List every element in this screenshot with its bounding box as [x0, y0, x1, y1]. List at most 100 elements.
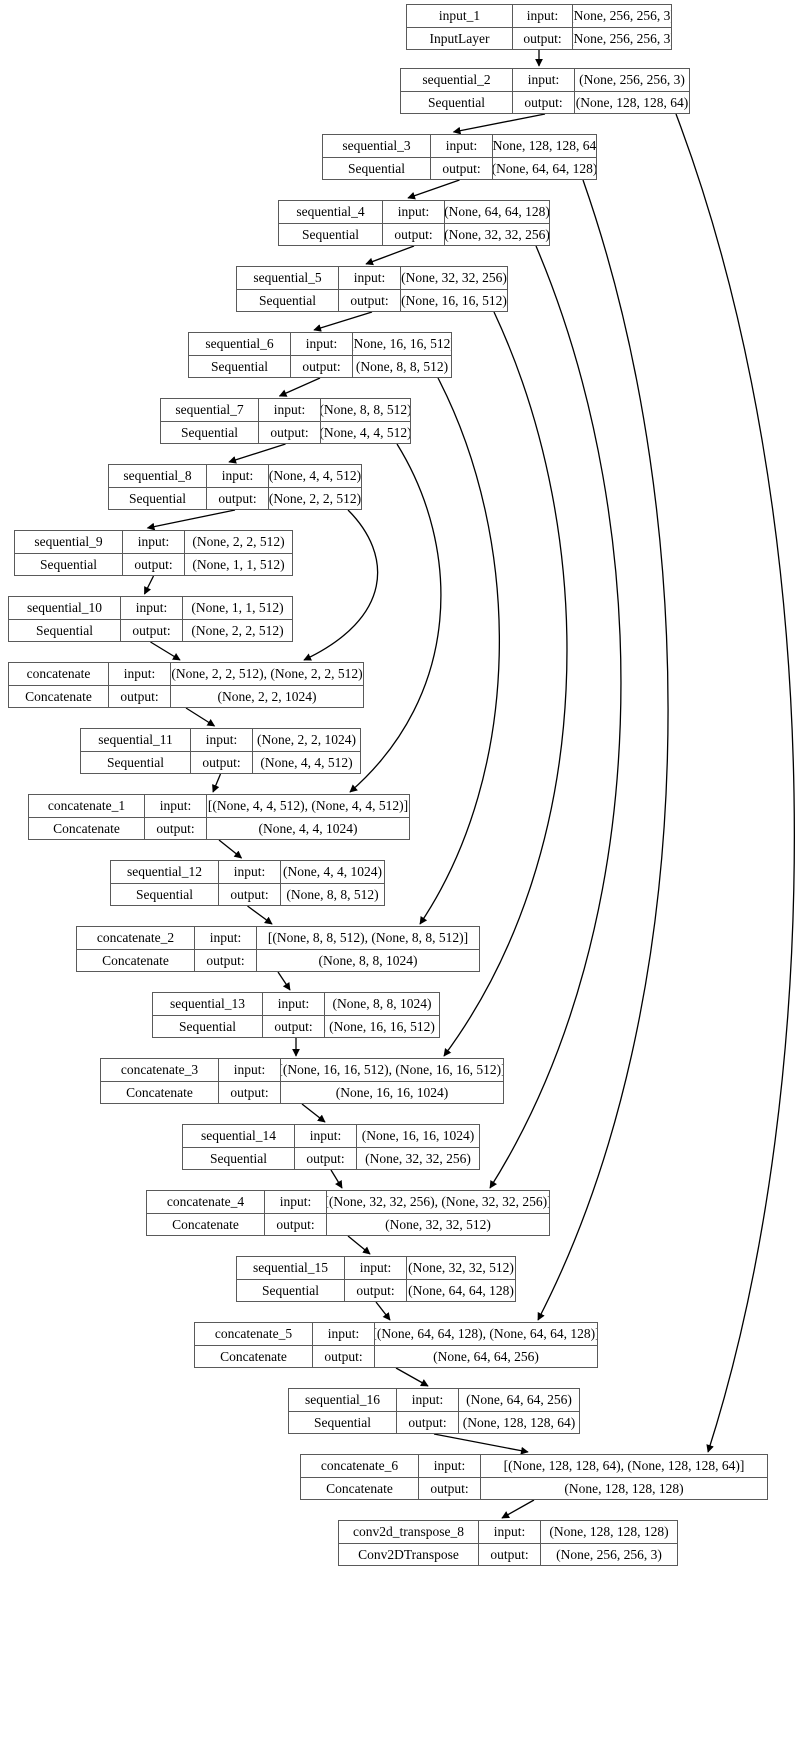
node-output-label: output: [207, 487, 269, 509]
node-input-shape: (None, 4, 4, 512) [269, 468, 361, 483]
node-output-shape: (None, 64, 64, 128) [408, 1282, 514, 1298]
node-layer-class: Sequential [237, 289, 339, 311]
node-input-label: input: [295, 1125, 357, 1147]
node-input-label: input: [383, 201, 445, 223]
edge-concatenate_1-to-sequential_12 [218, 839, 243, 859]
node-output-label: output: [383, 223, 445, 245]
node-output-shape: (None, 16, 16, 1024) [335, 1084, 449, 1100]
node-layer-name: sequential_8 [109, 465, 207, 487]
node-output-label: output: [219, 1081, 281, 1103]
node-input-label: input: [207, 465, 269, 487]
node-layer-name: sequential_12 [111, 861, 219, 883]
node-output-shape: (None, 1, 1, 512) [192, 556, 285, 572]
node-layer-name: conv2d_transpose_8 [339, 1521, 479, 1543]
node-layer-name: sequential_3 [323, 135, 431, 157]
node-layer-name: sequential_10 [9, 597, 121, 619]
edge-sequential_8-to-concatenate [303, 509, 379, 661]
node-output-shape: (None, 128, 128, 64) [462, 1414, 576, 1430]
node-input-shape: [(None, 256, 256, 3)] [573, 8, 671, 23]
node-input-label: input: [145, 795, 207, 817]
edge-sequential_4-to-sequential_5 [365, 245, 415, 266]
node-input-shape: (None, 64, 64, 256) [466, 1392, 572, 1407]
node-layer-name: concatenate_3 [101, 1059, 219, 1081]
edge-sequential_9-to-sequential_10 [143, 575, 155, 595]
node-layer-class: Sequential [237, 1279, 345, 1301]
node-layer-name: sequential_14 [183, 1125, 295, 1147]
node-output-label: output: [419, 1477, 481, 1499]
node-output-shape: (None, 2, 2, 512) [191, 622, 284, 638]
node-input-shape: [(None, 8, 8, 512), (None, 8, 8, 512)] [267, 930, 469, 945]
node-input-shape: (None, 256, 256, 3) [579, 72, 685, 87]
node-layer-name: sequential_16 [289, 1389, 397, 1411]
node-output-shape: (None, 4, 4, 512) [260, 754, 353, 770]
node-input-label: input: [345, 1257, 407, 1279]
node-input-label: input: [265, 1191, 327, 1213]
node-layer-class: Conv2DTranspose [339, 1543, 479, 1565]
node-output-shape: (None, 32, 32, 256) [445, 226, 549, 242]
node-output-shape: (None, 32, 32, 256) [365, 1150, 471, 1166]
node-layer-name: concatenate_2 [77, 927, 195, 949]
edge-sequential_3-to-sequential_4 [407, 179, 460, 200]
node-input-label: input: [195, 927, 257, 949]
node-layer-class: InputLayer [407, 27, 513, 49]
node-input-shape: (None, 2, 2, 1024) [257, 732, 356, 747]
node-input-label: input: [431, 135, 493, 157]
node-input-label: input: [123, 531, 185, 553]
edge-sequential_2-to-sequential_3 [452, 113, 546, 135]
edge-concatenate-to-sequential_11 [185, 707, 216, 727]
node-output-label: output: [295, 1147, 357, 1169]
node-output-label: output: [313, 1345, 375, 1367]
node-input-label: input: [121, 597, 183, 619]
node-output-shape: (None, 32, 32, 512) [385, 1216, 491, 1232]
node-output-label: output: [145, 817, 207, 839]
edge-concatenate_6-to-conv2d_transpose_8 [501, 1499, 535, 1519]
node-output-shape: (None, 8, 8, 512) [286, 886, 379, 902]
node-layer-name: sequential_13 [153, 993, 263, 1015]
node-layer-name: input_1 [407, 5, 513, 27]
node-output-label: output: [265, 1213, 327, 1235]
node-input-shape: [(None, 2, 2, 512), (None, 2, 2, 512)] [171, 666, 363, 681]
node-layer-class: Sequential [9, 619, 121, 641]
node-layer-class: Sequential [109, 487, 207, 509]
node-input-shape: [(None, 16, 16, 512), (None, 16, 16, 512… [281, 1062, 503, 1077]
edge-concatenate_5-to-sequential_16 [395, 1367, 429, 1387]
node-layer-class: Sequential [401, 91, 513, 113]
edge-sequential_12-to-concatenate_2 [247, 905, 273, 925]
node-input-shape: (None, 32, 32, 512) [408, 1260, 514, 1275]
node-input-shape: (None, 16, 16, 1024) [361, 1128, 475, 1143]
node-output-label: output: [109, 685, 171, 707]
edge-sequential_3-to-concatenate_5 [537, 179, 669, 1321]
node-layer-class: Sequential [183, 1147, 295, 1169]
edge-sequential_7-to-sequential_8 [228, 443, 286, 464]
